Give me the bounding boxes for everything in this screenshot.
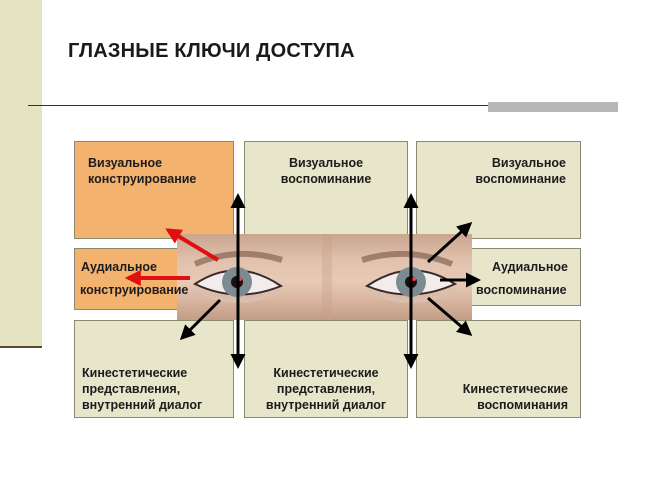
arrow-down-left <box>179 298 222 341</box>
title-divider <box>28 105 618 106</box>
left-accent-bar <box>0 0 42 348</box>
arrow-red-up-left <box>165 228 220 262</box>
left-accent-line <box>0 346 42 348</box>
box-visual-construct: Визуальное конструирование <box>74 141 234 239</box>
label-visual-construct: Визуальное конструирование <box>88 156 197 186</box>
box-kinesthetic-left: Кинестетические представления, внутренни… <box>74 320 234 418</box>
box-kinesthetic-recall: Кинестетические воспоминания <box>416 320 581 418</box>
slide-title: ГЛАЗНЫЕ КЛЮЧИ ДОСТУПА <box>68 40 355 62</box>
label-kinesthetic-recall: Кинестетические воспоминания <box>462 382 568 412</box>
box-visual-recall-center: Визуальное воспоминание <box>244 141 408 239</box>
arrow-up-right <box>426 221 473 264</box>
label-audio-recall-1: Аудиальное <box>491 260 568 274</box>
label-audio-recall-2: воспоминание <box>476 283 567 297</box>
label-audio-construct-2: конструирование <box>80 283 189 297</box>
box-visual-recall-right: Визуальное воспоминание <box>416 141 581 239</box>
arrow-down-right <box>427 296 473 336</box>
title-divider-accent <box>488 102 618 112</box>
box-kinesthetic-center: Кинестетические представления, внутренни… <box>244 320 408 418</box>
label-visual-recall-center: Визуальное воспоминание <box>280 156 372 186</box>
label-visual-recall-right: Визуальное воспоминание <box>475 156 566 186</box>
label-kinesthetic-left: Кинестетические представления, внутренни… <box>82 366 203 412</box>
label-kinesthetic-center: Кинестетические представления, внутренни… <box>265 366 387 412</box>
